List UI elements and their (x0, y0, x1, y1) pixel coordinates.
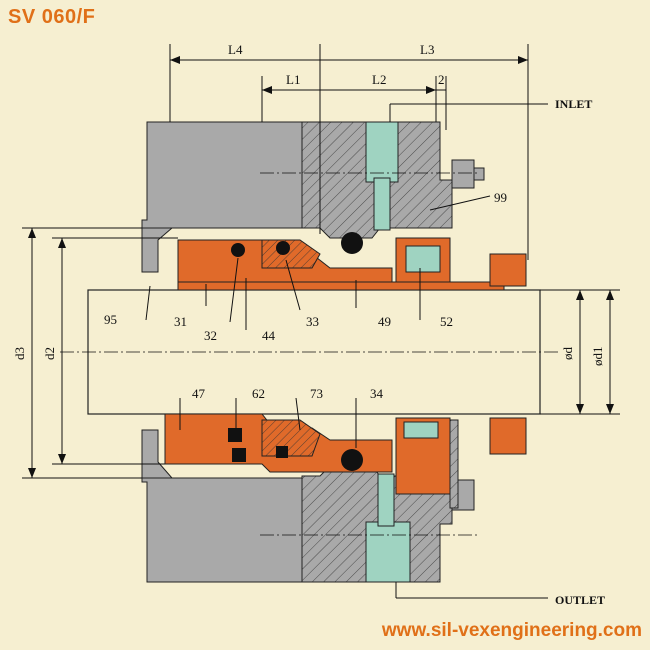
inlet-port (365, 121, 399, 183)
outlet-port (365, 521, 411, 583)
outlet-label: OUTLET (555, 593, 605, 607)
part-73: 73 (310, 386, 323, 401)
seal-ring-top (261, 239, 321, 269)
part-52: 52 (440, 314, 453, 329)
sq-ring-bottom-b (232, 448, 246, 462)
bolt-head-top (451, 159, 475, 189)
bolt-stud-top (473, 167, 485, 181)
dim-d2: d2 (42, 347, 57, 360)
dim-d1: ød1 (590, 347, 605, 367)
oring-top-c (341, 232, 363, 254)
seal-ring-bottom (261, 419, 321, 457)
oring-top-a (231, 243, 245, 257)
diagram-title: SV 060/F (8, 6, 96, 28)
dim-L1: L1 (286, 72, 300, 87)
part-99: 99 (494, 190, 507, 205)
dim-L3: L3 (420, 42, 434, 57)
lock-plate-bottom (449, 419, 459, 509)
part-31: 31 (174, 314, 187, 329)
collar-top (489, 253, 527, 287)
part-62: 62 (252, 386, 265, 401)
sq-ring-bottom-a (228, 428, 242, 442)
oring-bottom (341, 449, 363, 471)
dim-d: ød (560, 347, 575, 361)
part-47: 47 (192, 386, 206, 401)
collar-bottom (489, 417, 527, 455)
sq-ring-bottom-c (276, 446, 288, 458)
sleeve-top (177, 281, 505, 291)
dim-L2: L2 (372, 72, 386, 87)
spring-bottom (403, 421, 439, 439)
part-49: 49 (378, 314, 391, 329)
outlet-channel (377, 473, 395, 527)
dim-d3: d3 (12, 347, 27, 360)
part-44: 44 (262, 328, 276, 343)
part-95: 95 (104, 312, 117, 327)
oring-top-b (276, 241, 290, 255)
dim-2: 2 (438, 72, 445, 87)
spring-top (405, 245, 441, 273)
part-33: 33 (306, 314, 319, 329)
dim-L4: L4 (228, 42, 243, 57)
part-34: 34 (370, 386, 384, 401)
inlet-label: INLET (555, 97, 592, 111)
inlet-channel (373, 177, 391, 231)
part-32: 32 (204, 328, 217, 343)
website-url: www.sil-vexengineering.com (381, 620, 642, 641)
